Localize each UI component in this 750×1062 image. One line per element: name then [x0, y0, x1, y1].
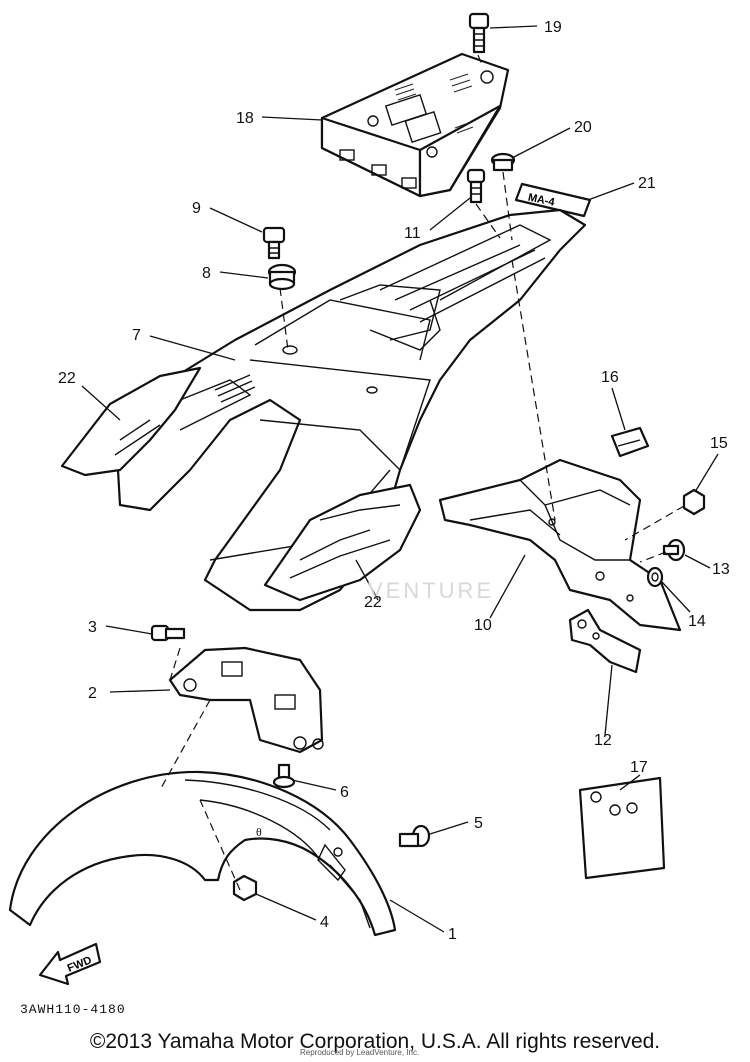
part-9-bolt — [262, 226, 286, 260]
callout-6: 6 — [340, 784, 349, 801]
callout-1: 1 — [448, 926, 457, 943]
callout-4: 4 — [320, 914, 329, 931]
part-13-bolt — [662, 538, 686, 562]
part-14-washer — [646, 566, 664, 588]
part-21-decal: MA-4 — [514, 182, 592, 218]
part-5-bolt — [398, 824, 431, 848]
callout-2: 2 — [88, 685, 97, 702]
callout-17: 17 — [630, 759, 648, 776]
part-20-collar — [490, 152, 516, 172]
decal-label: MA-4 — [527, 192, 557, 210]
part-11-bolt — [466, 168, 486, 204]
part-4-nut — [232, 874, 258, 902]
leader-lines — [81, 25, 719, 933]
part-8-grommet — [267, 263, 297, 291]
watermark: VENTURE — [368, 578, 494, 603]
diagram-code: 3AWH110-4180 — [20, 1002, 126, 1017]
callout-11: 11 — [404, 225, 421, 242]
callout-19: 19 — [544, 19, 562, 36]
svg-text:θ: θ — [256, 825, 262, 839]
part-22-decal-right — [263, 483, 422, 602]
callout-22-right: 22 — [364, 594, 382, 611]
callout-3: 3 — [88, 619, 97, 636]
reproduced-by-notice: Reproduced by LeadVenture, Inc. — [300, 1048, 420, 1057]
copyright-notice: ©2013 Yamaha Motor Corporation, U.S.A. A… — [89, 1030, 661, 1053]
callout-5: 5 — [474, 815, 483, 832]
part-1-front-fender: θ — [8, 770, 397, 937]
callout-7: 7 — [132, 327, 141, 344]
part-6-screw — [272, 763, 296, 789]
fwd-arrow: FWD — [38, 942, 102, 986]
callout-labels: 19 18 20 21 9 11 8 7 22 16 15 13 14 10 2… — [58, 19, 730, 943]
part-22-decal-left — [60, 366, 202, 477]
callout-10: 10 — [474, 617, 492, 634]
callout-13: 13 — [712, 561, 730, 578]
part-2-bracket — [168, 646, 324, 754]
callout-9: 9 — [192, 200, 201, 217]
callout-21: 21 — [638, 175, 656, 192]
callout-22-left: 22 — [58, 370, 76, 387]
part-3-bolt — [150, 624, 186, 642]
callout-14: 14 — [688, 613, 706, 630]
part-15-nut — [682, 488, 706, 516]
part-10-bracket — [438, 458, 682, 632]
callout-12: 12 — [594, 732, 612, 749]
part-16-reflector — [610, 426, 650, 458]
callout-15: 15 — [710, 435, 728, 452]
part-19-bolt — [468, 12, 490, 54]
part-17-plate — [578, 776, 666, 880]
callout-18: 18 — [236, 110, 254, 127]
assembly-lines — [159, 54, 685, 891]
part-18-carrier — [320, 52, 510, 198]
callout-20: 20 — [574, 119, 592, 136]
callout-8: 8 — [202, 265, 211, 282]
callout-16: 16 — [601, 369, 619, 386]
part-12-stay — [568, 608, 642, 674]
